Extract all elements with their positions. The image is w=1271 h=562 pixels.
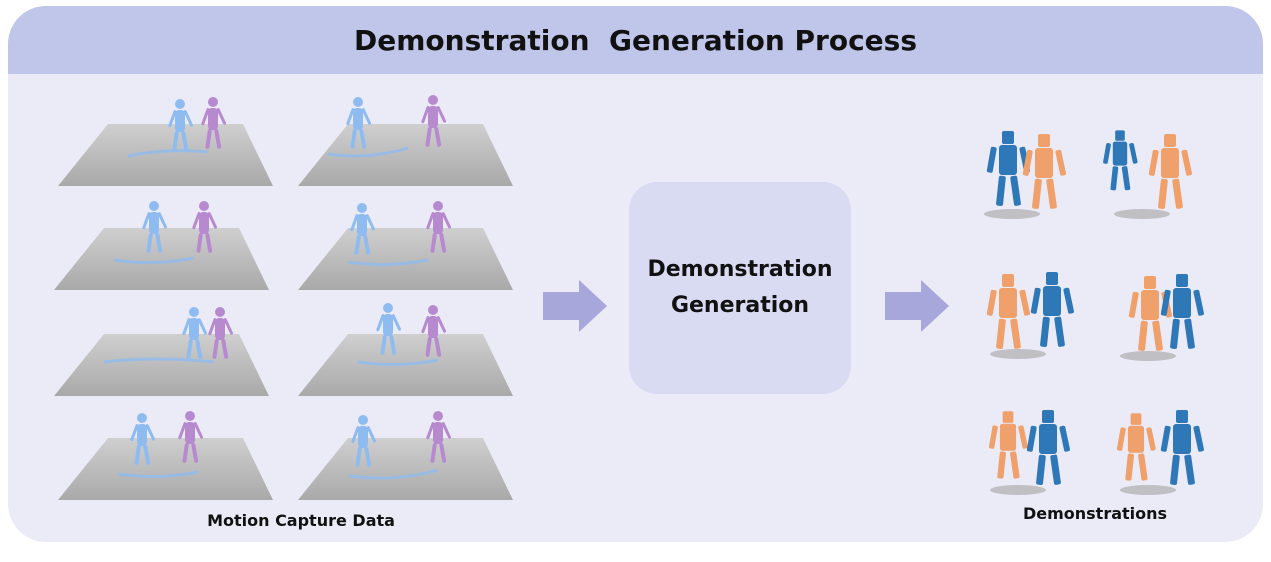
demonstration-generation-box: Demonstration Generation — [629, 182, 851, 394]
mocap-scene — [54, 307, 269, 396]
arrow-right-icon — [885, 280, 949, 332]
mocap-scene — [298, 303, 513, 396]
motion-capture-caption: Motion Capture Data — [207, 511, 395, 530]
demo-pair — [986, 272, 1075, 359]
demo-pair — [1116, 410, 1205, 495]
process-panel: Demonstration Generation Process — [8, 6, 1263, 542]
page-title: Demonstration Generation Process — [354, 23, 917, 57]
mocap-scene — [298, 95, 513, 186]
demo-pair — [1102, 130, 1193, 219]
motion-capture-grid — [54, 95, 513, 500]
demo-pair — [988, 410, 1071, 495]
mocap-scene — [54, 201, 269, 290]
demo-pair — [1120, 274, 1205, 361]
mocap-scene — [298, 201, 513, 290]
box-title-line1: Demonstration — [647, 257, 833, 282]
demo-pair — [984, 131, 1067, 219]
mocap-scene — [58, 411, 273, 500]
mocap-scene — [298, 411, 513, 500]
demonstrations-grid — [984, 130, 1205, 495]
arrow-right-icon — [543, 280, 607, 332]
header-bar: Demonstration Generation Process — [8, 6, 1263, 74]
mocap-scene — [58, 97, 273, 186]
demonstrations-caption: Demonstrations — [1022, 504, 1168, 523]
box-title-line2: Generation — [670, 293, 810, 318]
